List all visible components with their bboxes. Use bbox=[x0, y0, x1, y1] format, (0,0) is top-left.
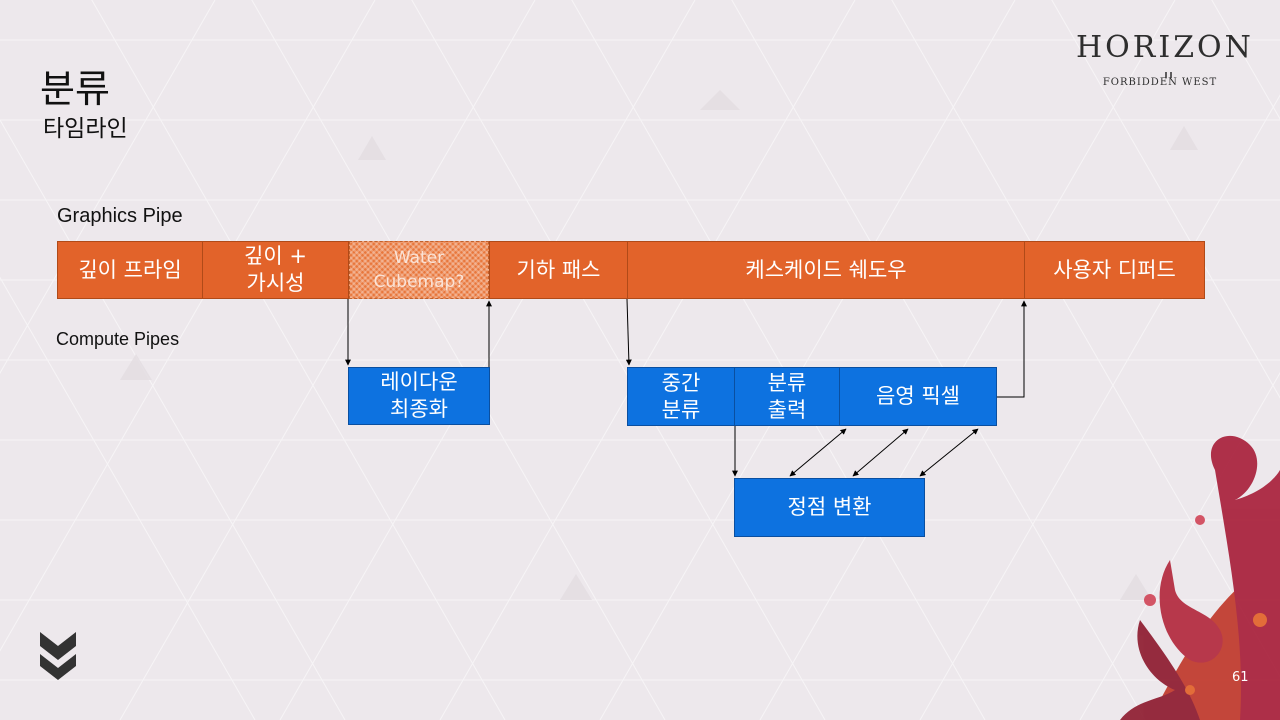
water-cubemap-stage: Water Cubemap? bbox=[349, 241, 489, 299]
graphics-pipe-label: Graphics Pipe bbox=[57, 205, 183, 227]
mid-classify-label: 중간 분류 bbox=[661, 370, 701, 422]
water-cubemap-label: Water Cubemap? bbox=[373, 248, 465, 292]
shade-pixel-stage: 음영 픽셀 bbox=[839, 367, 997, 426]
depth-visibility-stage: 깊이 + 가시성 bbox=[202, 241, 349, 299]
shade-pixel-label: 음영 픽셀 bbox=[876, 384, 960, 408]
user-deferred-stage: 사용자 디퍼드 bbox=[1024, 241, 1205, 299]
user-deferred-label: 사용자 디퍼드 bbox=[1053, 257, 1176, 282]
page-number: 61 bbox=[1232, 670, 1249, 685]
mid-classify-stage: 중간 분류 bbox=[627, 367, 735, 426]
geometry-pass-label: 기하 패스 bbox=[516, 257, 601, 282]
raydown-final-stage: 레이다운 최종화 bbox=[348, 367, 490, 425]
depth-visibility-label: 깊이 + 가시성 bbox=[244, 244, 307, 295]
slide-subtitle: 타임라인 bbox=[43, 116, 128, 142]
game-logo: HORIZON bbox=[1076, 30, 1254, 65]
depth-prime-label: 깊이 프라임 bbox=[78, 257, 182, 282]
compute-pipes-label: Compute Pipes bbox=[56, 329, 180, 349]
vertex-transform-label: 정점 변환 bbox=[787, 495, 872, 519]
classify-output-label: 분류 출력 bbox=[767, 370, 807, 422]
cascade-shadow-stage: 케스케이드 쉐도우 bbox=[627, 241, 1025, 299]
decorative-plant-art bbox=[1120, 435, 1280, 720]
geometry-pass-stage: 기하 패스 bbox=[489, 241, 628, 299]
studio-logo-icon bbox=[40, 632, 76, 680]
depth-prime-stage: 깊이 프라임 bbox=[57, 241, 203, 299]
classify-output-stage: 분류 출력 bbox=[734, 367, 840, 426]
slide-title: 분류 bbox=[40, 67, 110, 111]
raydown-final-label: 레이다운 최종화 bbox=[380, 370, 458, 421]
cascade-shadow-label: 케스케이드 쉐도우 bbox=[745, 257, 907, 282]
game-logo-tagline: FORBIDDEN WEST bbox=[1102, 77, 1218, 88]
vertex-transform-stage: 정점 변환 bbox=[734, 478, 925, 537]
